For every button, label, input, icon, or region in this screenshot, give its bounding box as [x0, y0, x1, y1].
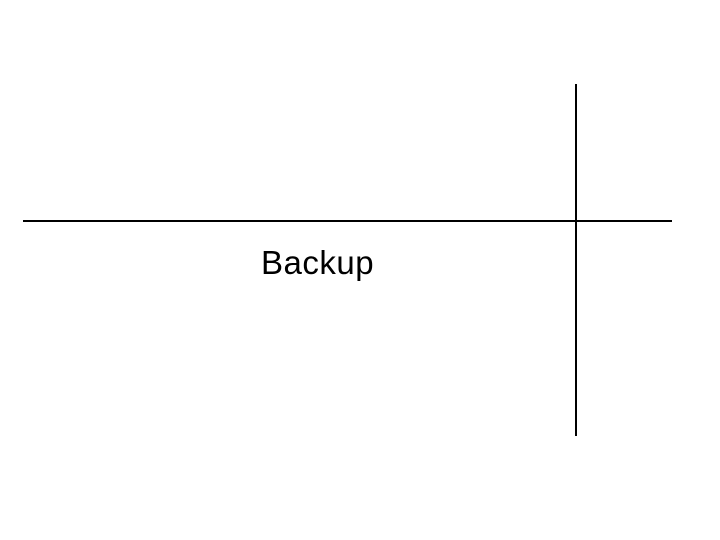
vertical-divider-line	[575, 84, 577, 436]
horizontal-divider-line	[23, 220, 672, 222]
slide-title: Backup	[261, 244, 375, 281]
